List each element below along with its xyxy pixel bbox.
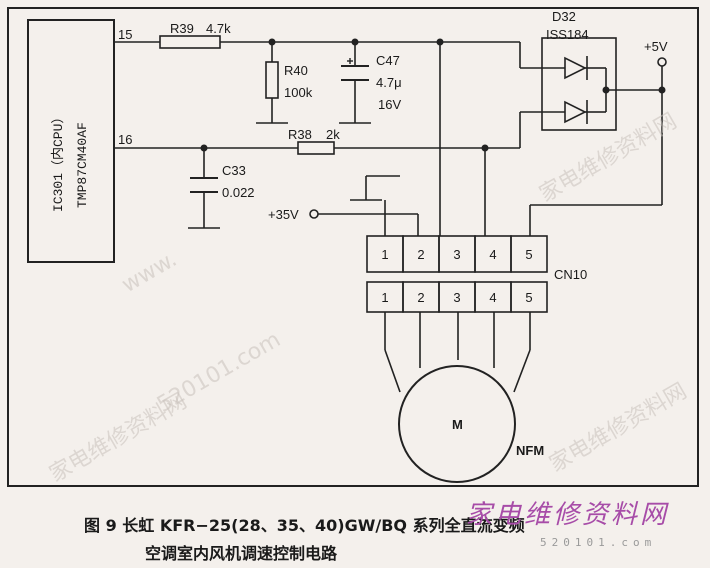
r39-value: 4.7k (206, 21, 231, 36)
r39-ref: R39 (170, 21, 194, 36)
resistor-r40 (265, 61, 279, 99)
r40-ref: R40 (284, 63, 308, 78)
diode-package (541, 37, 617, 131)
connector-lower-row (366, 281, 548, 313)
ic-pin-16-label: 16 (118, 132, 133, 147)
ic-part-label: TMP87CM40AF (75, 122, 90, 208)
site-logo: 家电维修资料网 (466, 500, 670, 530)
terminal-5v (657, 57, 667, 67)
resistor-r38 (297, 141, 335, 155)
cn10-upper-pin: 4 (489, 247, 497, 262)
cn10-upper-pin: 2 (417, 247, 425, 262)
r38-ref: R38 (288, 127, 312, 142)
cn10-lower-pin: 5 (525, 290, 533, 305)
motor-symbol: M (452, 417, 463, 432)
resistor-r39 (159, 35, 221, 49)
ic301-box (27, 19, 115, 263)
connector-upper-row (366, 235, 548, 273)
d32-ref: D32 (552, 9, 576, 24)
motor-circle (398, 365, 516, 483)
figure-caption-line-2: 空调室内风机调速控制电路 (145, 544, 338, 563)
ic-pin-15-label: 15 (118, 27, 133, 42)
r40-value: 100k (284, 85, 313, 100)
c47-ref: C47 (376, 53, 400, 68)
cn10-ref: CN10 (554, 267, 588, 282)
c33-value: 0.022 (222, 185, 255, 200)
motor-ref: NFM (516, 443, 545, 458)
diode-lower (564, 100, 592, 124)
r38-value: 2k (326, 127, 340, 142)
figure-caption-line-1: 图 9 长虹 KFR−25(28、35、40)GW/BQ 系列全直流变频 (84, 516, 525, 535)
cn10-lower-pin: 3 (453, 290, 461, 305)
cn10-upper-pin: 1 (381, 247, 389, 262)
site-logo-url: 520101.com (540, 536, 657, 549)
c33-ref: C33 (222, 163, 246, 178)
terminal-35v (309, 209, 319, 219)
junctions (200, 38, 666, 152)
c47-value: 4.7μ (376, 75, 402, 90)
cn10-upper-pin: 3 (453, 247, 461, 262)
cn10-lower-pin: 2 (417, 290, 425, 305)
capacitor-c47 (341, 58, 369, 81)
cn10-lower-pin: 1 (381, 290, 389, 305)
d32-part: ISS184 (546, 27, 589, 42)
cn10-lower-pin: 4 (489, 290, 497, 305)
cn10-upper-pin: 5 (525, 247, 533, 262)
diode-upper (564, 56, 592, 80)
supply-5v-label: +5V (644, 39, 668, 54)
capacitor-c33 (190, 177, 218, 193)
ic-ref-label: IC301（内CPU） (51, 110, 66, 212)
c47-voltage: 16V (378, 97, 402, 112)
supply-35v-label: +35V (268, 207, 299, 222)
diagram-border (7, 7, 699, 487)
wires (114, 41, 663, 393)
